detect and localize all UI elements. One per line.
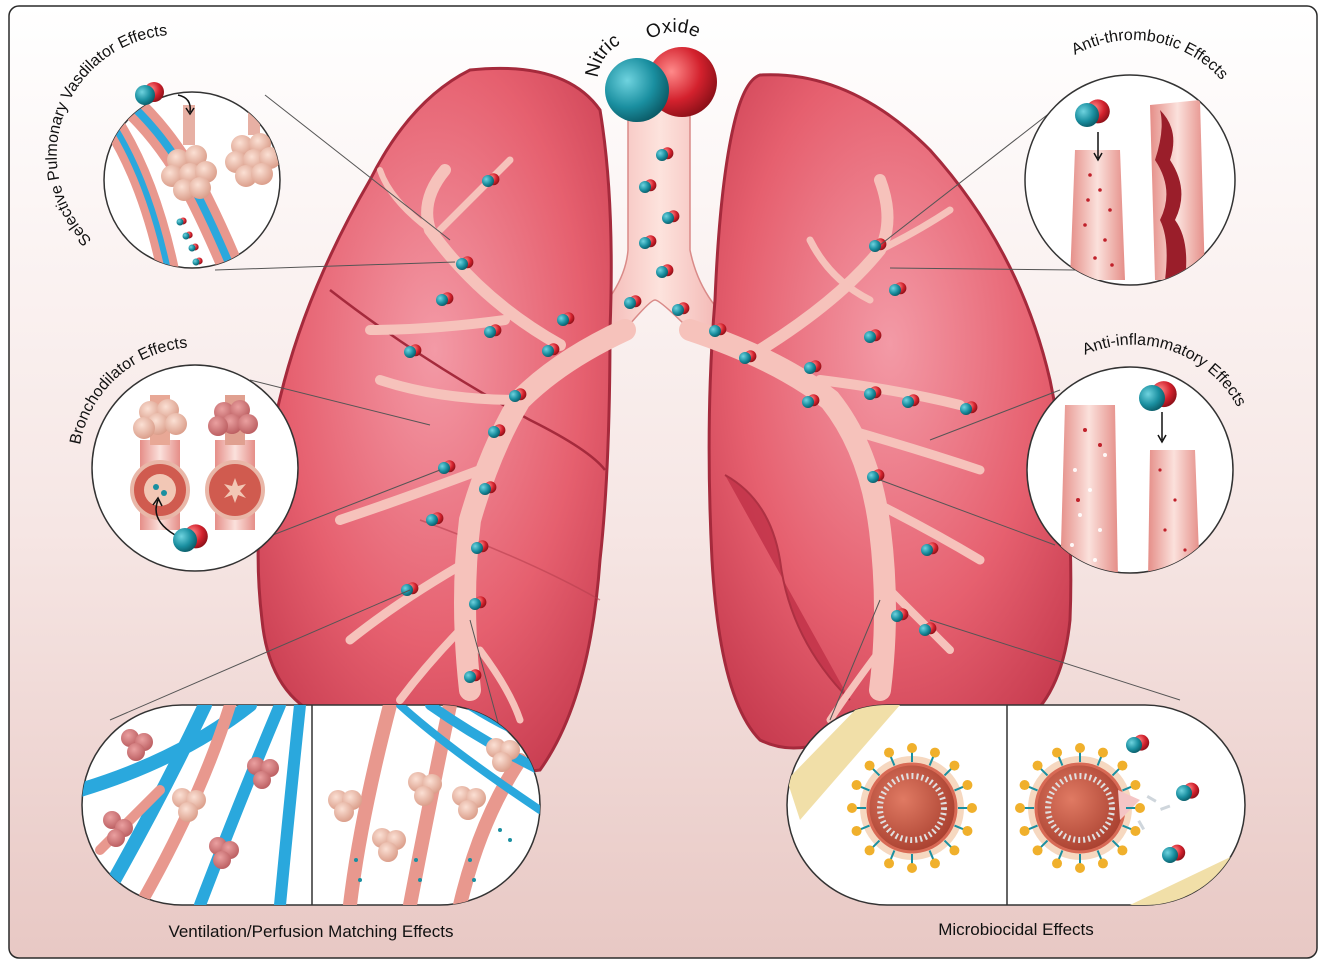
nitrogen-atom — [605, 58, 669, 122]
label-vq-matching: Ventilation/Perfusion Matching Effects — [168, 922, 453, 941]
callout-antithrombotic — [1025, 75, 1235, 285]
label-microbiocidal: Microbiocidal Effects — [938, 920, 1094, 939]
virus-intact — [847, 743, 977, 873]
callout-vq-matching — [80, 705, 540, 905]
callout-microbiocidal — [787, 705, 1245, 905]
